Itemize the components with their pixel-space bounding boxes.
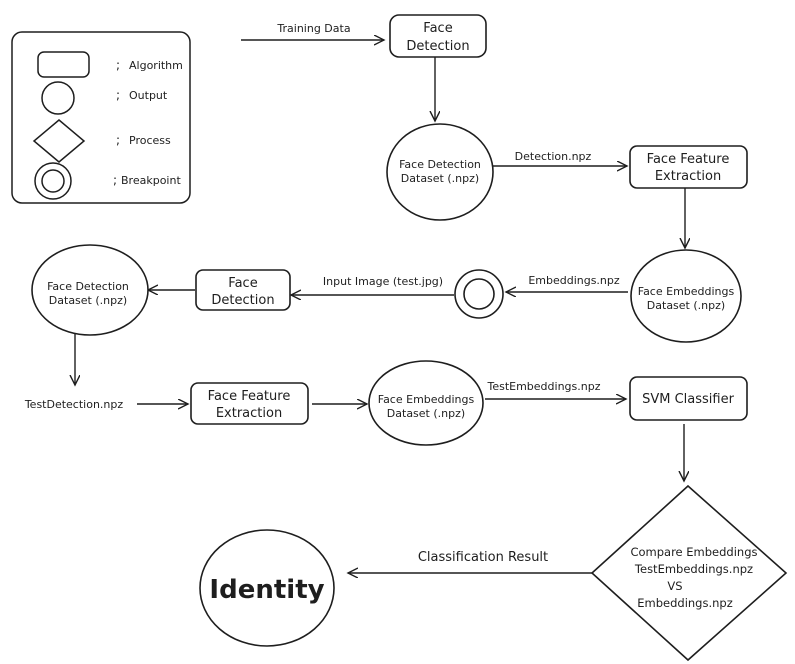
node-face-detection-dataset-test-line-2: Dataset (.npz) (49, 294, 127, 307)
node-face-embeddings-dataset-train-line-2: Dataset (.npz) (647, 299, 725, 312)
legend-process-marker: ; (116, 133, 120, 147)
node-face-detection-dataset-train-shape (386, 123, 494, 221)
node-face-detection-test: Face Detection (195, 269, 291, 311)
node-identity-shape (199, 529, 335, 647)
node-face-detection-dataset-train: Face Detection Dataset (.npz) (386, 123, 494, 221)
legend-output-shape (41, 81, 75, 115)
edges: Training Data Detection.npz Embeddings.n… (24, 22, 685, 573)
node-face-detection-train-line-1: Face (423, 21, 452, 36)
node-svm-classifier-shape (629, 376, 748, 421)
nodes: Face Detection Face Detection Dataset (.… (31, 14, 788, 662)
legend-breakpoint-marker: ; (113, 173, 117, 187)
node-face-embeddings-dataset-train-line-1: Face Embeddings (638, 285, 735, 298)
node-face-detection-train: Face Detection (389, 14, 487, 58)
node-face-detection-dataset-train-line-1: Face Detection (399, 158, 481, 171)
node-face-detection-test-line-2: Detection (211, 293, 274, 308)
node-face-detection-dataset-test-line-1: Face Detection (47, 280, 129, 293)
legend-algorithm-shape (37, 51, 90, 78)
legend-breakpoint-inner (41, 169, 65, 193)
node-compare-embeddings-line-2: TestEmbeddings.npz (634, 562, 753, 576)
node-face-feature-extraction-train-shape (629, 145, 748, 189)
node-breakpoint (454, 269, 504, 319)
node-svm-classifier: SVM Classifier (629, 376, 748, 421)
edge-label-test-detection-npz: TestDetection.npz (24, 398, 124, 411)
node-face-embeddings-dataset-test: Face Embeddings Dataset (.npz) (368, 360, 484, 446)
node-face-feature-extraction-train-line-1: Face Feature (647, 152, 730, 167)
node-face-detection-test-shape (195, 269, 291, 311)
edge-label-classification-result: Classification Result (418, 550, 548, 565)
node-face-embeddings-dataset-test-line-2: Dataset (.npz) (387, 407, 465, 420)
edge-label-embeddings-npz: Embeddings.npz (528, 274, 620, 287)
node-compare-embeddings-line-1: Compare Embeddings (630, 545, 757, 559)
node-face-embeddings-dataset-train: Face Embeddings Dataset (.npz) (630, 249, 742, 343)
node-face-feature-extraction-train-line-2: Extraction (655, 169, 721, 184)
node-identity-label: Identity (209, 575, 324, 605)
edge-label-detection-npz: Detection.npz (515, 150, 592, 163)
legend-process-label: Process (129, 134, 171, 147)
edge-label-input-image: Input Image (test.jpg) (323, 275, 443, 288)
node-face-feature-extraction-test-line-2: Extraction (216, 406, 282, 421)
legend-algorithm-marker: ; (116, 58, 120, 72)
node-identity: Identity (199, 529, 335, 647)
legend-breakpoint-label: Breakpoint (121, 174, 181, 187)
node-face-feature-extraction-test-shape (190, 382, 309, 425)
node-face-detection-dataset-train-line-2: Dataset (.npz) (401, 172, 479, 185)
edge-label-training-data: Training Data (276, 22, 350, 35)
node-face-embeddings-dataset-test-line-1: Face Embeddings (378, 393, 475, 406)
legend-algorithm-label: Algorithm (129, 59, 183, 72)
node-face-feature-extraction-test-line-1: Face Feature (208, 389, 291, 404)
legend-output-marker: ; (116, 88, 120, 102)
node-breakpoint-inner (463, 278, 495, 310)
node-face-detection-train-shape (389, 14, 487, 58)
node-svm-classifier-line-1: SVM Classifier (642, 392, 734, 407)
node-face-detection-dataset-test-shape (31, 244, 149, 336)
node-compare-embeddings: Compare Embeddings TestEmbeddings.npz VS… (590, 484, 788, 662)
node-face-feature-extraction-train: Face Feature Extraction (629, 145, 748, 189)
node-face-embeddings-dataset-train-shape (630, 249, 742, 343)
node-face-detection-dataset-test: Face Detection Dataset (.npz) (31, 244, 149, 336)
node-face-detection-test-line-1: Face (228, 276, 257, 291)
edge-label-test-embeddings-npz: TestEmbeddings.npz (486, 380, 600, 393)
node-compare-embeddings-shape (590, 484, 788, 662)
node-face-embeddings-dataset-test-shape (368, 360, 484, 446)
legend-process-shape (32, 119, 86, 163)
node-compare-embeddings-line-4: Embeddings.npz (637, 596, 733, 610)
node-face-detection-train-line-2: Detection (406, 39, 469, 54)
node-face-feature-extraction-test: Face Feature Extraction (190, 382, 309, 425)
legend-output-label: Output (129, 89, 168, 102)
node-compare-embeddings-line-3: VS (667, 579, 682, 593)
legend: ; Algorithm ; Output ; Process ; Breakpo… (11, 31, 191, 204)
